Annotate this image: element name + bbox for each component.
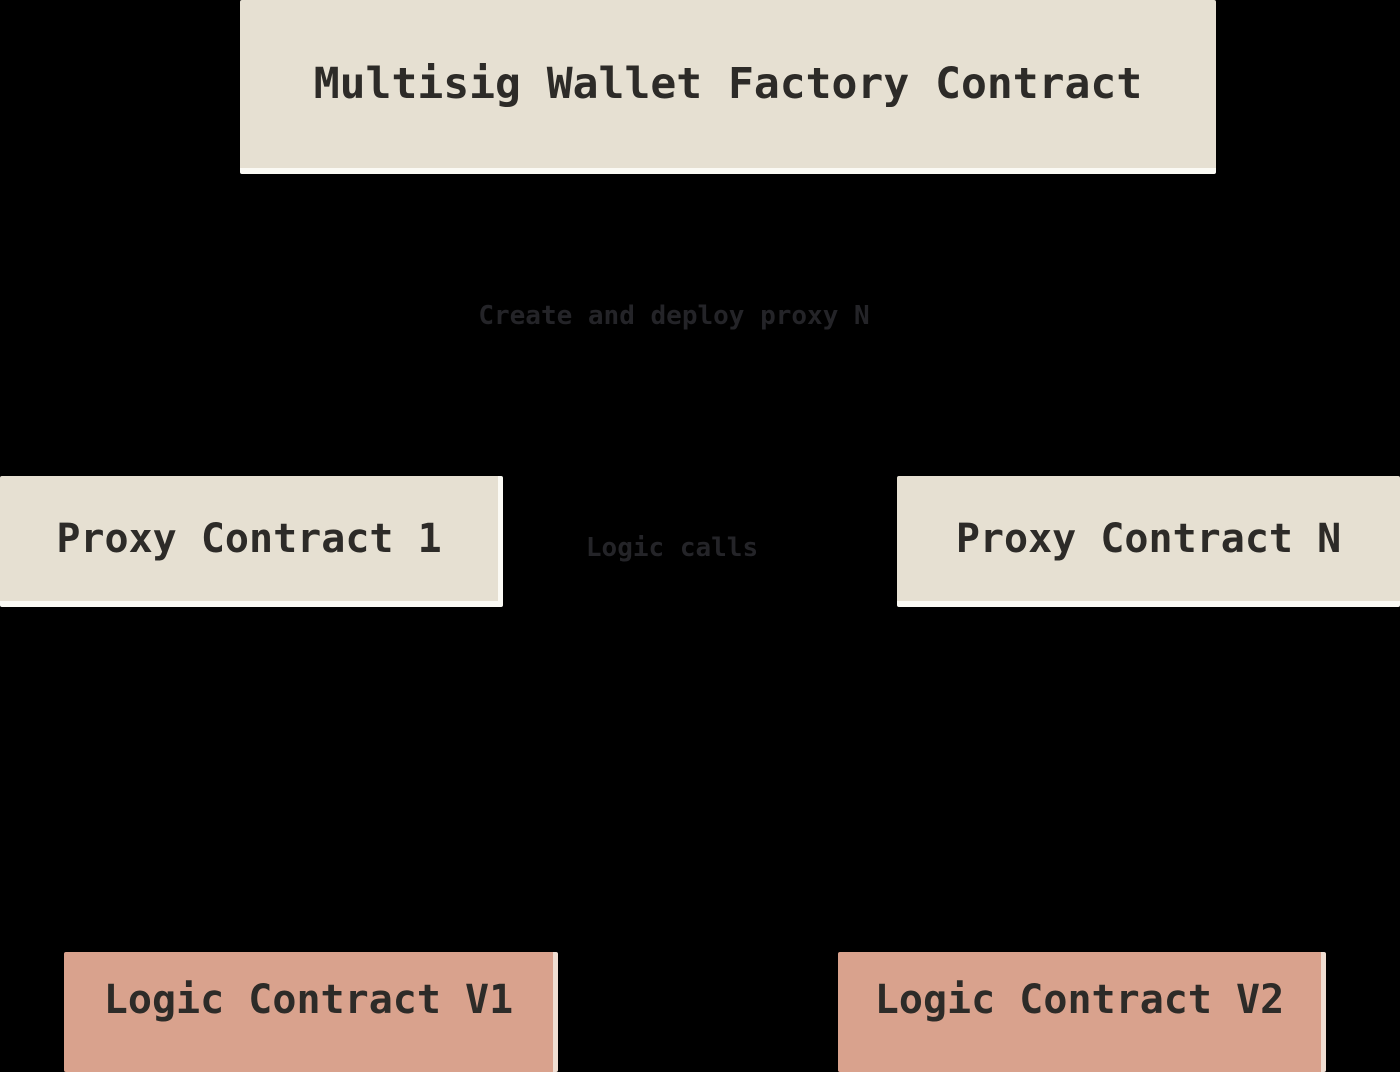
node-label: Proxy Contract N	[955, 515, 1342, 562]
edge-label-factory-to-proxies: Create and deploy proxy N	[478, 301, 870, 331]
node-proxy-contract-n: Proxy Contract N	[897, 476, 1400, 607]
node-label: Logic Contract V2	[874, 977, 1285, 1023]
node-label: Proxy Contract 1	[56, 515, 442, 562]
node-label: Multisig Wallet Factory Contract	[313, 59, 1143, 109]
edge-label-proxy-to-logic: Logic calls	[585, 533, 759, 563]
node-logic-contract-v1: Logic Contract V1	[64, 952, 558, 1072]
node-multisig-wallet-factory-contract: Multisig Wallet Factory Contract	[240, 0, 1216, 174]
node-logic-contract-v2: Logic Contract V2	[838, 952, 1326, 1072]
node-proxy-contract-1: Proxy Contract 1	[0, 476, 503, 607]
node-label: Logic Contract V1	[103, 977, 514, 1023]
